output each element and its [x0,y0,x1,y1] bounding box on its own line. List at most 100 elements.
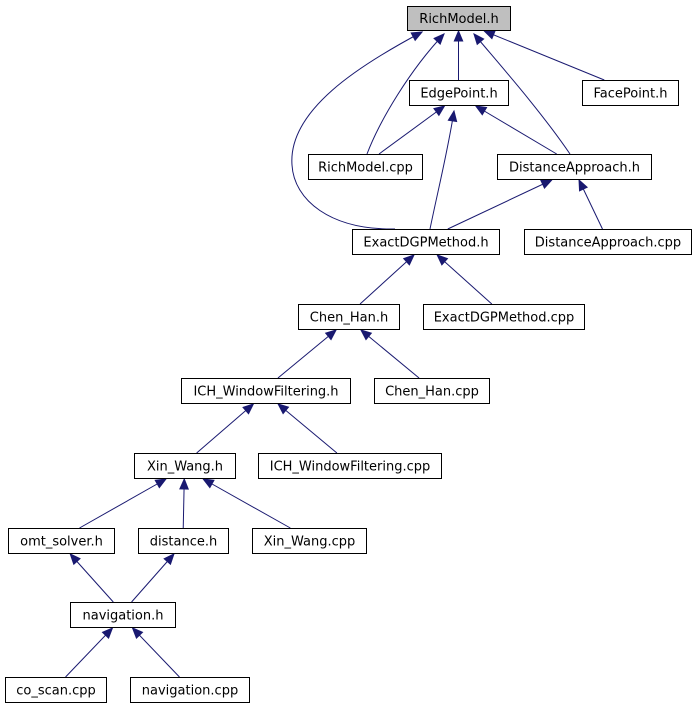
node-label: Xin_Wang.h [147,460,223,475]
node-exactdgpmethod-cpp[interactable]: ExactDGPMethod.cpp [423,304,585,330]
node-distanceapproach-h[interactable]: DistanceApproach.h [497,154,652,180]
node-box [298,304,400,330]
node-box [5,677,107,703]
node-richmodel-cpp[interactable]: RichModel.cpp [308,154,423,180]
node-ich-windowfiltering-cpp[interactable]: ICH_WindowFiltering.cpp [258,453,442,479]
edge-arrowhead [433,105,446,117]
node-label: ExactDGPMethod.cpp [434,311,575,326]
node-box [130,677,250,703]
node-box [70,602,176,628]
node-navigation-cpp[interactable]: navigation.cpp [130,677,250,703]
node-chen-han-h[interactable]: Chen_Han.h [298,304,400,330]
edge-line [196,403,254,454]
edge-line [429,110,455,230]
node-label: FacePoint.h [593,87,667,102]
edge-xin_wang_h-to-ich_windowfiltering_h [196,403,255,454]
edge-arrowhead [433,33,445,46]
edge-navigation_h-to-distance_h [131,553,175,603]
node-box [352,229,500,255]
node-distanceapproach-cpp[interactable]: DistanceApproach.cpp [524,229,692,255]
edge-line [475,105,557,155]
edge-ich_windowfiltering_cpp-to-ich_windowfiltering_h [277,403,338,454]
edge-line [366,33,445,155]
edge-exactdgpmethod_cpp-to-exactdgpmethod_h [436,254,493,305]
edge-edgepoint_h-to-richmodel_h [453,29,464,80]
node-label: navigation.cpp [142,684,238,699]
node-box [258,453,442,479]
edge-line [131,553,175,603]
edge-line [65,627,113,678]
node-box [8,528,115,554]
node-exactdgpmethod-h[interactable]: ExactDGPMethod.h [352,229,500,255]
edge-line [277,403,338,454]
node-box [181,378,351,404]
edge-line [484,30,605,81]
node-label: ICH_WindowFiltering.h [193,385,338,400]
node-label: co_scan.cpp [16,684,96,699]
node-label: ExactDGPMethod.h [363,236,488,251]
edge-co_scan_cpp-to-navigation_h [65,627,114,678]
edge-arrowhead [402,254,415,266]
node-label: Xin_Wang.cpp [264,535,356,550]
edge-ich_windowfiltering_h-to-chen_han_h [277,329,338,379]
edge-arrowhead [359,329,373,341]
node-edgepoint-h[interactable]: EdgePoint.h [409,80,509,106]
edge-line [69,553,114,603]
edge-arrowhead [410,31,424,42]
edge-line [277,329,337,379]
node-box [423,304,585,330]
node-label: ICH_WindowFiltering.cpp [270,460,431,475]
edge-line [378,105,445,155]
edge-arrowhead [277,403,290,415]
edge-arrowhead [447,109,458,123]
edge-line [132,627,180,678]
edge-arrowhead [578,178,589,192]
edge-omt_solver_h-to-xin_wang_h [79,478,168,529]
edge-exactdgpmethod_h-to-richmodel_h [291,31,424,230]
node-box [582,80,679,106]
node-ich-windowfiltering-h[interactable]: ICH_WindowFiltering.h [181,378,351,404]
node-box [407,6,511,31]
node-facepoint-h[interactable]: FacePoint.h [582,80,679,106]
edge-navigation_h-to-omt_solver_h [69,553,114,603]
edge-arrowhead [436,254,449,266]
edge-line [436,254,493,305]
edge-richmodel_cpp-to-richmodel_h [366,33,445,155]
edge-xin_wang_cpp-to-xin_wang_h [202,478,291,529]
edge-distanceapproach_h-to-richmodel_h [473,33,571,155]
edge-arrowhead [483,30,496,40]
node-label: Chen_Han.h [310,311,388,326]
node-omt-solver-h[interactable]: omt_solver.h [8,528,115,554]
node-label: omt_solver.h [20,535,103,550]
edge-arrowhead [473,33,485,46]
edge-distanceapproach_h-to-edgepoint_h [474,105,557,155]
edge-arrowhead [474,105,488,116]
node-label: Chen_Han.cpp [385,385,479,400]
edge-line [447,179,552,230]
node-box [374,378,490,404]
node-xin-wang-cpp[interactable]: Xin_Wang.cpp [252,528,367,554]
edge-arrowhead [154,478,168,489]
node-label: DistanceApproach.cpp [535,236,681,251]
edge-arrowhead [453,29,464,42]
edge-arrowhead [101,627,114,640]
node-chen-han-cpp[interactable]: Chen_Han.cpp [374,378,490,404]
edge-line [291,31,423,230]
node-xin-wang-h[interactable]: Xin_Wang.h [134,453,236,479]
edge-distance_h-to-xin_wang_h [179,477,190,529]
edge-exactdgpmethod_h-to-edgepoint_h [429,109,458,230]
edge-line [473,33,571,155]
node-navigation-h[interactable]: navigation.h [70,602,176,628]
node-box [252,528,367,554]
edge-line [202,478,291,529]
node-richmodel-h[interactable]: RichModel.h [407,6,511,31]
edge-arrowhead [202,478,215,489]
edge-richmodel_cpp-to-edgepoint_h [378,105,446,155]
edge-exactdgpmethod_h-to-distanceapproach_h [447,179,553,230]
edge-navigation_cpp-to-navigation_h [131,627,180,678]
node-distance-h[interactable]: distance.h [138,528,229,554]
edge-arrowhead [69,553,81,566]
node-co-scan-cpp[interactable]: co_scan.cpp [5,677,107,703]
node-label: DistanceApproach.h [509,161,640,176]
